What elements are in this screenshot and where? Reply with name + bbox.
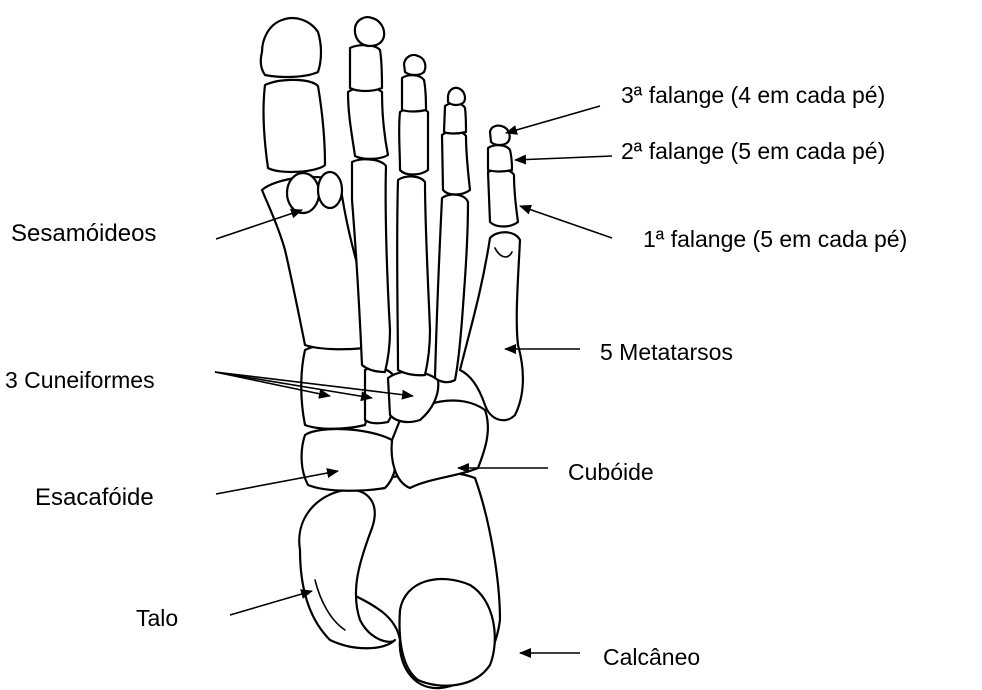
arrow-talus	[230, 591, 312, 615]
proximal-phalanx-2	[348, 88, 388, 159]
metatarsal-5	[460, 232, 523, 420]
proximal-phalanx-5	[488, 169, 518, 226]
arrow-phalanx3	[506, 106, 600, 133]
label-talus: Talo	[136, 607, 178, 630]
middle-phalanx-2	[350, 45, 382, 91]
proximal-phalanx-4	[442, 131, 470, 194]
arrow-phalanx2	[515, 156, 612, 160]
distal-phalanx-5	[490, 126, 510, 145]
middle-phalanx-5	[488, 145, 512, 171]
arrow-phalanx1	[520, 206, 612, 238]
label-navicular: Esacafóide	[35, 486, 154, 510]
label-phalanx1: 1ª falange (5 em cada pé)	[643, 228, 907, 251]
proximal-phalanx-1	[264, 80, 325, 172]
navicular-bone	[302, 429, 396, 491]
label-calcaneus: Calcâneo	[603, 646, 700, 669]
distal-phalanx-1	[261, 18, 321, 77]
middle-phalanx-4	[444, 103, 466, 133]
sesamoid-1	[287, 173, 319, 213]
label-phalanx3: 3ª falange (4 em cada pé)	[621, 84, 885, 107]
label-cuneiforms: 3 Cuneiformes	[5, 369, 155, 392]
metatarsal-3	[397, 176, 430, 375]
distal-phalanx-2	[355, 17, 384, 46]
proximal-phalanx-3	[399, 108, 428, 175]
label-metatarsals: 5 Metatarsos	[600, 341, 733, 364]
label-sesamoids: Sesamóideos	[11, 222, 156, 246]
label-cuboid: Cubóide	[568, 461, 654, 484]
middle-phalanx-3	[402, 75, 426, 111]
label-phalanx2: 2ª falange (5 em cada pé)	[621, 140, 885, 163]
calcaneus-tuberosity	[400, 579, 495, 686]
distal-phalanx-4	[448, 88, 465, 105]
sesamoid-2	[318, 172, 342, 208]
distal-phalanx-3	[404, 55, 425, 75]
